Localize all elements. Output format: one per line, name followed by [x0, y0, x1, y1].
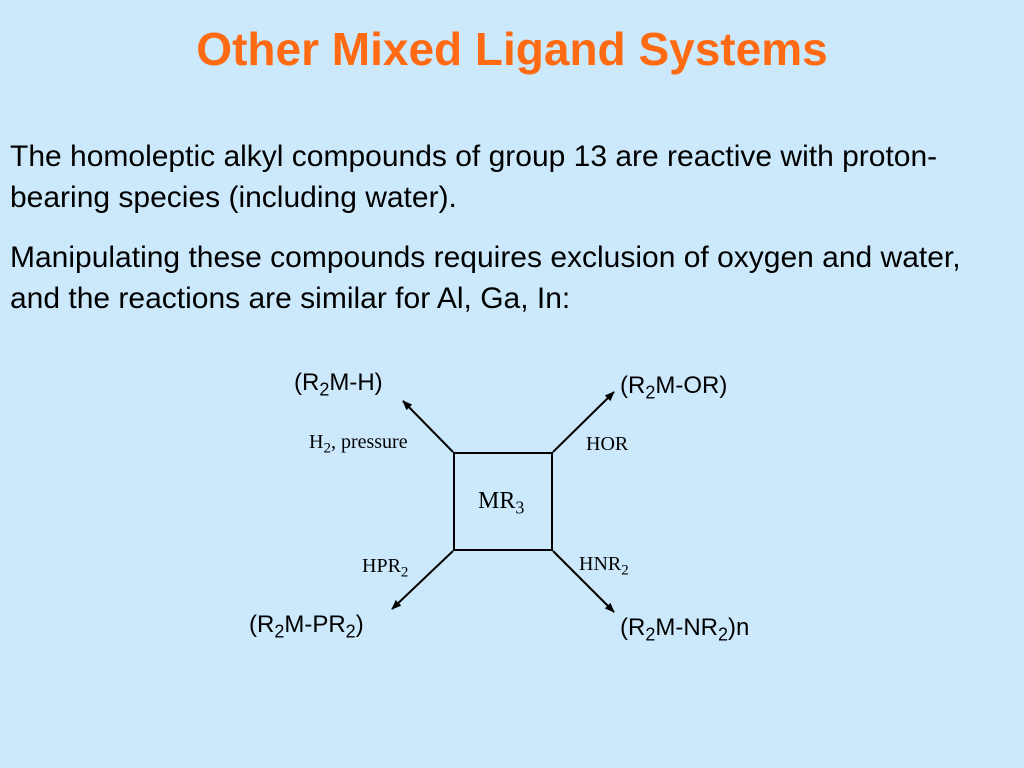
- reagent-top-left: H2, pressure: [309, 431, 408, 457]
- slide-title: Other Mixed Ligand Systems: [196, 23, 828, 75]
- product-top-left: (R2M-H): [294, 369, 383, 400]
- paragraph-manipulation: Manipulating these compounds requires ex…: [10, 241, 961, 315]
- paragraph-reactivity: The homoleptic alkyl compounds of group …: [10, 140, 938, 214]
- reagent-top-right: HOR: [586, 433, 629, 455]
- product-bottom-left: (R2M-PR2): [249, 611, 364, 642]
- product-top-right: (R2M-OR): [620, 372, 728, 403]
- product-bottom-right: (R2M-NR2)n: [620, 614, 750, 645]
- arrow-top-left: [402, 400, 454, 453]
- arrow-bottom-left: [391, 550, 454, 610]
- reagent-bottom-right: HNR2: [579, 553, 629, 579]
- arrow-top-right: [552, 391, 615, 453]
- center-compound-label: MR3: [478, 488, 525, 518]
- arrow-bottom-right: [552, 550, 615, 613]
- center-compound-box: [453, 452, 553, 551]
- reagent-bottom-left: HPR2: [362, 555, 409, 581]
